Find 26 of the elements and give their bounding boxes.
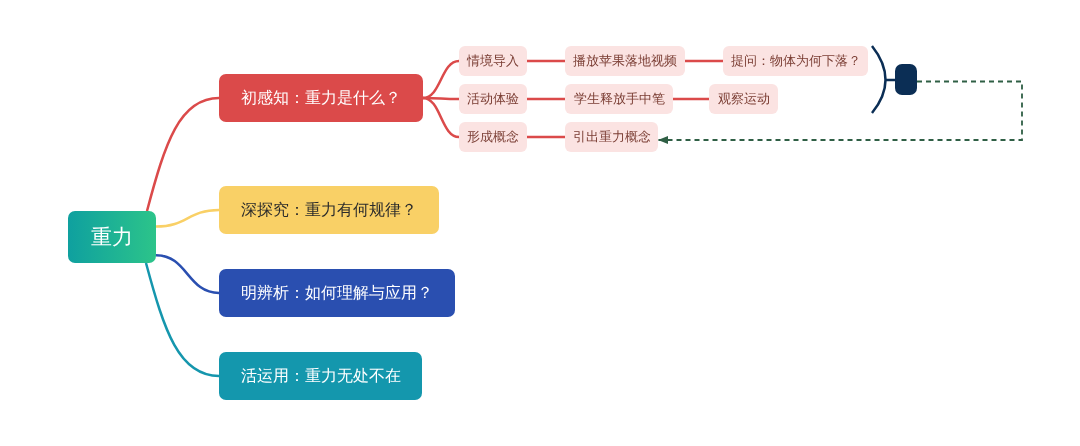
root-topic-box: 重力	[68, 211, 156, 263]
connector-line	[527, 135, 565, 139]
connector-line	[422, 59, 460, 100]
connector-line	[527, 97, 565, 101]
connector-line	[685, 59, 723, 63]
connector-line	[422, 96, 460, 139]
subtopic-box: 观察运动	[709, 84, 778, 114]
connector-line	[527, 59, 565, 63]
connector-line	[155, 253, 220, 295]
connector-line	[145, 96, 220, 212]
main-topic-box: 初感知：重力是什么？	[219, 74, 423, 122]
connector-line	[144, 262, 220, 378]
connector-line	[155, 208, 220, 228]
subtopic-box: 提问：物体为何下落？	[723, 46, 868, 76]
subtopic-box: 学生释放手中笔	[565, 84, 673, 114]
dashed-arrow	[657, 80, 1023, 144]
main-topic-box: 活运用：重力无处不在	[219, 352, 422, 400]
subtopic-box: 情境导入	[459, 46, 527, 76]
connector-line	[673, 97, 709, 101]
subtopic-box: 播放苹果落地视频	[565, 46, 685, 76]
main-topic-box: 明辨析：如何理解与应用？	[219, 269, 455, 317]
subtopic-box: 引出重力概念	[565, 122, 658, 152]
summary-box	[895, 64, 917, 95]
subtopic-box: 活动体验	[459, 84, 527, 114]
subtopic-box: 形成概念	[459, 122, 527, 152]
main-topic-box: 深探究：重力有何规律？	[219, 186, 439, 234]
